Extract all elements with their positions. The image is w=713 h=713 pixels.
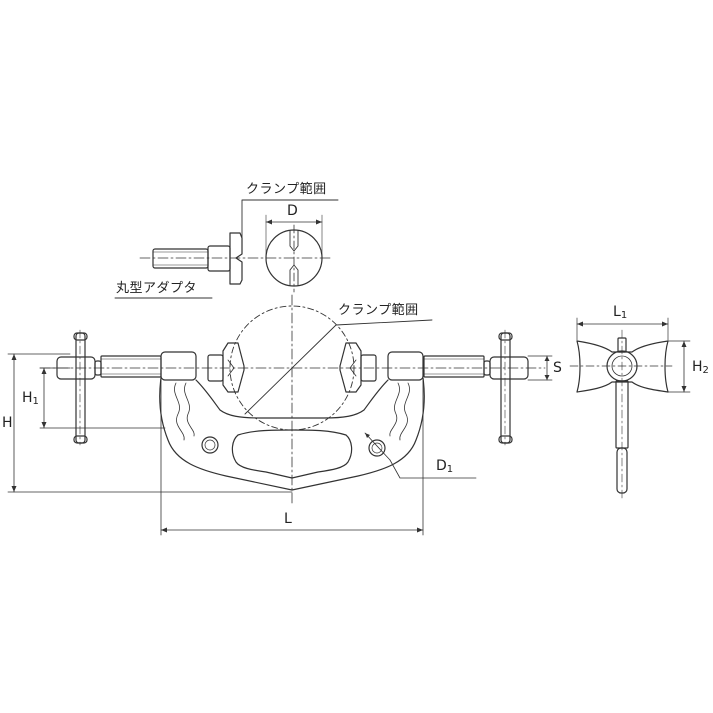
round-adapter-label: 丸型アダプタ bbox=[116, 281, 198, 296]
side-view bbox=[569, 317, 691, 501]
dimension-h2: H2 bbox=[692, 360, 709, 376]
dimension-s: S bbox=[553, 360, 562, 376]
dimension-h2-main: H bbox=[692, 359, 703, 375]
dimension-h1: H1 bbox=[22, 391, 39, 407]
main-dimensions bbox=[7, 353, 553, 536]
clamp-main-view bbox=[39, 294, 546, 506]
clamp-range-label-top: クランプ範囲 bbox=[246, 182, 327, 197]
dimension-d1-sub: 1 bbox=[446, 464, 454, 475]
round-adapter-detail bbox=[114, 199, 339, 299]
clamp-range-label-main: クランプ範囲 bbox=[338, 303, 419, 318]
dimension-h1-sub: 1 bbox=[32, 396, 39, 407]
dimension-l1-main: L bbox=[613, 304, 621, 320]
dimension-d: D bbox=[287, 203, 298, 219]
dimension-h2-sub: 2 bbox=[702, 365, 709, 376]
dimension-l: L bbox=[284, 511, 292, 527]
dimension-l1: L1 bbox=[613, 305, 627, 321]
dimension-d1: D1 bbox=[436, 459, 453, 475]
dimension-h1-main: H bbox=[22, 390, 33, 406]
dimension-l1-sub: 1 bbox=[620, 310, 628, 321]
dimension-d1-main: D bbox=[436, 458, 447, 474]
dimension-h: H bbox=[2, 415, 13, 431]
